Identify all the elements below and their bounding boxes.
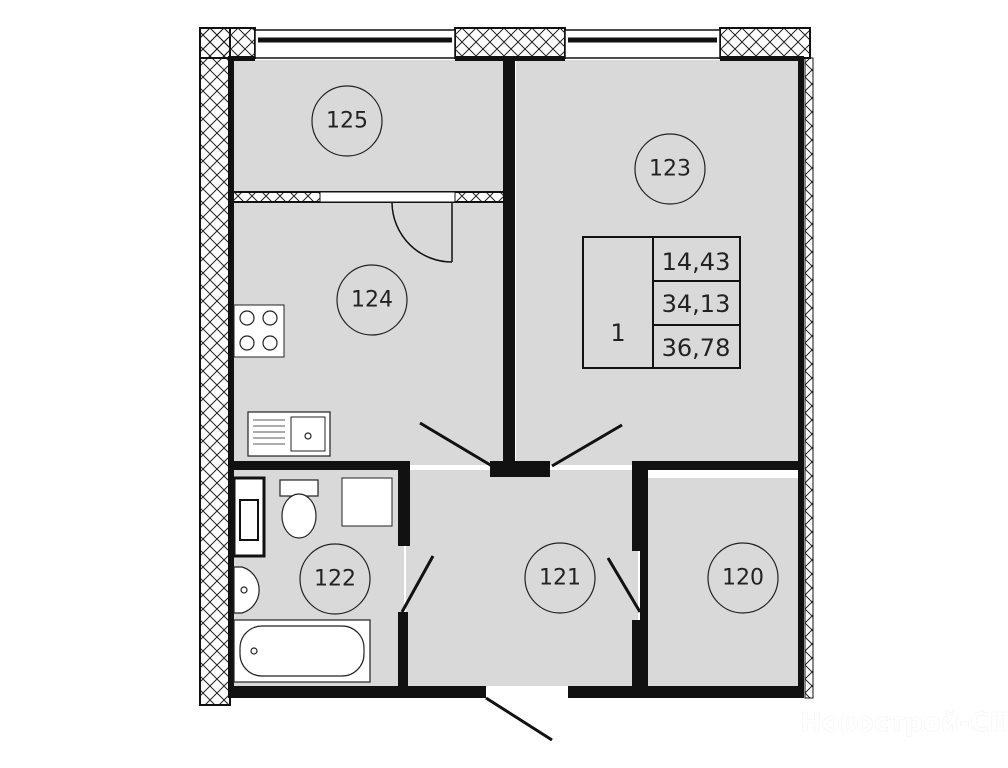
- svg-text:124: 124: [351, 288, 393, 313]
- window: [254, 29, 721, 59]
- bathtub: [233, 619, 371, 683]
- room-label-123: 123: [634, 133, 706, 205]
- svg-text:121: 121: [539, 566, 581, 591]
- living-area: 14,43: [662, 248, 731, 276]
- toilet: [279, 479, 319, 539]
- room-123: [516, 60, 800, 465]
- room-label-125: 125: [311, 85, 383, 157]
- area-summary-table: 1 14,43 34,13 36,78: [582, 236, 741, 369]
- svg-text:122: 122: [314, 567, 356, 592]
- room-121: [406, 470, 638, 686]
- svg-text:125: 125: [326, 109, 368, 134]
- doors: [391, 202, 642, 742]
- room-125: [232, 60, 504, 192]
- shower-cabinet: [341, 477, 393, 527]
- washing-machine: [232, 476, 266, 558]
- rooms-count: 1: [610, 319, 625, 347]
- svg-text:123: 123: [649, 157, 691, 182]
- room-label-120: 120: [707, 542, 779, 614]
- room-120: [648, 478, 800, 686]
- svg-text:120: 120: [722, 566, 764, 591]
- stove: [233, 304, 285, 358]
- watermark: Новострой-СПб: [800, 708, 1008, 738]
- interior-walls: [228, 56, 804, 698]
- kitchen-sink: [247, 411, 331, 457]
- outer-wall: [199, 27, 814, 706]
- total-area-with-balcony: 36,78: [662, 334, 731, 362]
- room-label-122: 122: [299, 543, 371, 615]
- total-area: 34,13: [662, 290, 731, 318]
- room-label-121: 121: [524, 542, 596, 614]
- room-label-124: 124: [336, 264, 408, 336]
- washbasin: [233, 566, 260, 614]
